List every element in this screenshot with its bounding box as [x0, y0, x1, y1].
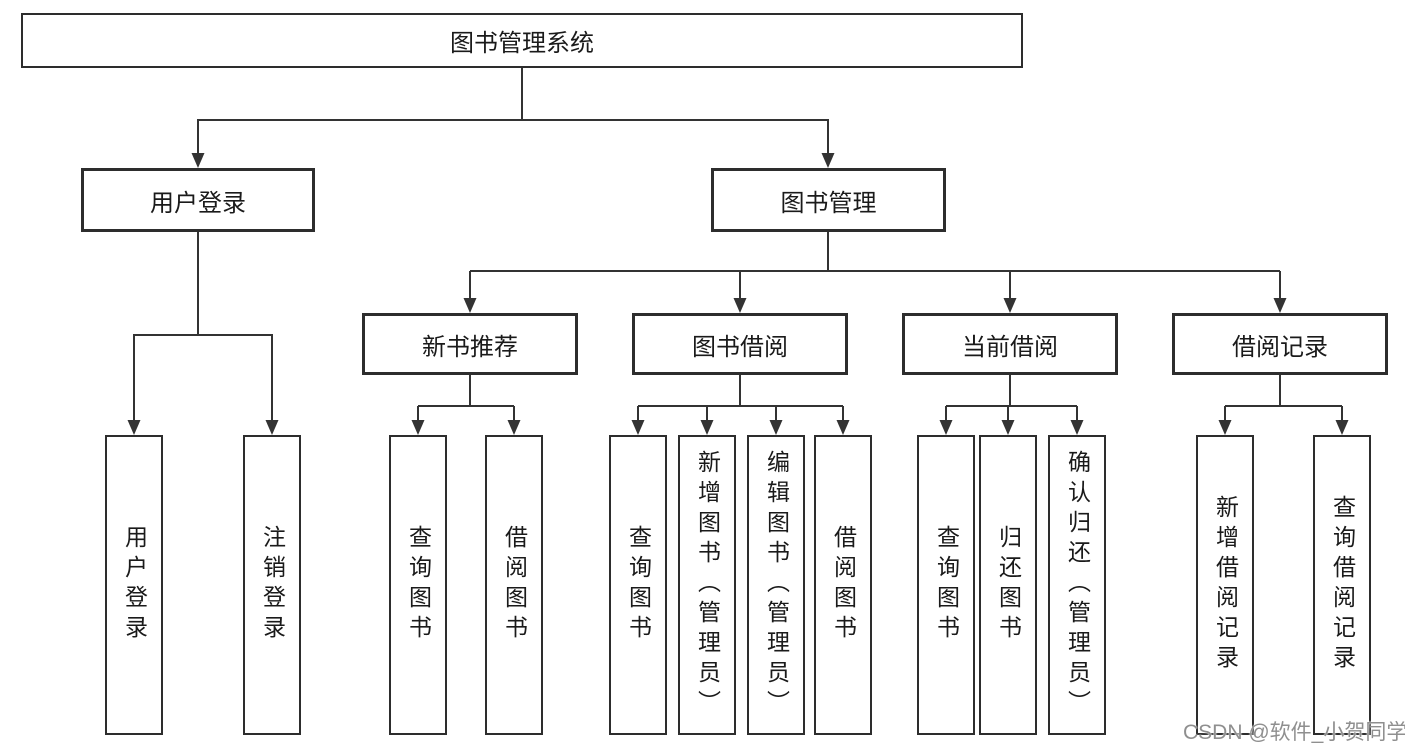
watermark: CSDN @软件_小贺同学 [1183, 721, 1405, 744]
leaf-borrowing-borrow-books: 借阅图书 [814, 435, 872, 735]
leaf-borrowing-query-books-label: 查询图书 [625, 525, 652, 645]
node-borrow-records-label: 借阅记录 [1232, 333, 1328, 361]
leaf-records-query-record-label: 查询借阅记录 [1329, 495, 1356, 675]
leaf-records-add-record: 新增借阅记录 [1196, 435, 1254, 735]
leaf-borrowing-query-books: 查询图书 [609, 435, 667, 735]
connector-book-management-to-level3 [463, 232, 1287, 313]
leaf-current-return-books-label: 归还图书 [995, 525, 1022, 645]
leaf-records-add-record-label: 新增借阅记录 [1212, 495, 1239, 675]
leaf-current-confirm-return-admin-label: 确认归还（管理员） [1064, 450, 1091, 720]
leaf-records-query-record: 查询借阅记录 [1313, 435, 1371, 735]
node-book-management-label: 图书管理 [780, 189, 877, 217]
leaf-user-login: 用户登录 [105, 435, 163, 735]
node-book-borrowing-label: 图书借阅 [692, 333, 788, 361]
node-current-borrowing: 当前借阅 [902, 313, 1118, 375]
leaf-borrowing-edit-book-admin: 编辑图书（管理员） [747, 435, 805, 735]
leaf-newbook-borrow-books-label: 借阅图书 [501, 525, 528, 645]
leaf-current-query-books-label: 查询图书 [933, 525, 960, 645]
connector-user-login-to-leaves [127, 232, 279, 435]
leaf-newbook-query-books: 查询图书 [389, 435, 447, 735]
node-new-book-recommend: 新书推荐 [362, 313, 578, 375]
leaf-borrowing-add-book-admin-label: 新增图书（管理员） [694, 450, 721, 720]
node-user-login-label: 用户登录 [150, 189, 246, 217]
leaf-newbook-borrow-books: 借阅图书 [485, 435, 543, 735]
node-root-label: 图书管理系统 [450, 30, 594, 57]
node-borrow-records: 借阅记录 [1172, 313, 1388, 375]
node-user-login: 用户登录 [81, 168, 315, 232]
node-new-book-recommend-label: 新书推荐 [422, 333, 518, 361]
connector-borrow-records-to-leaves [1218, 375, 1349, 435]
connector-new-book-recommend-to-leaves [411, 375, 521, 435]
leaf-borrowing-borrow-books-label: 借阅图书 [830, 525, 857, 645]
leaf-current-confirm-return-admin: 确认归还（管理员） [1048, 435, 1106, 735]
leaf-borrowing-edit-book-admin-label: 编辑图书（管理员） [763, 450, 790, 720]
leaf-user-login-label: 用户登录 [121, 525, 148, 645]
node-current-borrowing-label: 当前借阅 [962, 333, 1058, 361]
leaf-logout: 注销登录 [243, 435, 301, 735]
node-root: 图书管理系统 [21, 13, 1023, 68]
leaf-borrowing-add-book-admin: 新增图书（管理员） [678, 435, 736, 735]
node-book-borrowing: 图书借阅 [632, 313, 848, 375]
leaf-current-return-books: 归还图书 [979, 435, 1037, 735]
leaf-current-query-books: 查询图书 [917, 435, 975, 735]
node-book-management: 图书管理 [711, 168, 946, 232]
connector-current-borrowing-to-leaves [939, 375, 1084, 435]
leaf-logout-label: 注销登录 [259, 525, 286, 645]
connector-root-to-level2 [191, 68, 835, 168]
leaf-newbook-query-books-label: 查询图书 [405, 525, 432, 645]
connector-book-borrowing-to-leaves [631, 375, 850, 435]
